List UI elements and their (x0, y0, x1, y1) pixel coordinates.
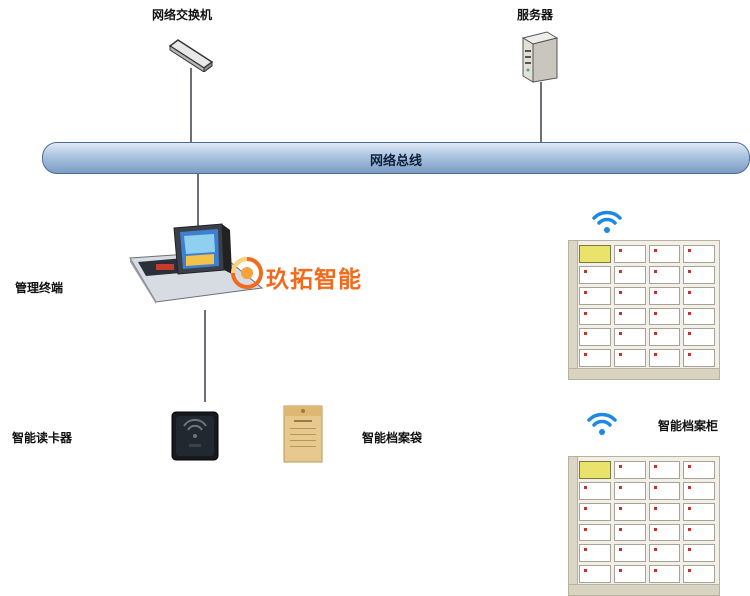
archive-bag-icon (283, 405, 323, 463)
archive-cabinet-icon (568, 240, 720, 380)
server-icon (521, 31, 559, 83)
brand-logo-icon (231, 257, 263, 289)
card-reader-icon (171, 411, 219, 461)
archive-cabinet-label: 智能档案柜 (658, 419, 719, 433)
archive-cabinet-icon (568, 456, 720, 596)
reader-connector (204, 310, 206, 402)
network-switch-label: 网络交换机 (152, 8, 213, 22)
network-bus-label: 网络总线 (369, 154, 422, 169)
terminal-connector (197, 172, 199, 230)
brand-logo-text: 玖拓智能 (266, 267, 362, 293)
archive-bag-label: 智能档案袋 (362, 431, 423, 445)
wifi-icon (587, 412, 617, 435)
network-bus: 网络总线 (42, 142, 750, 174)
server-connector (540, 82, 542, 144)
switch-connector (190, 68, 192, 144)
card-reader-label: 智能读卡器 (12, 431, 73, 445)
wifi-icon (592, 210, 622, 233)
network-switch-icon (168, 39, 214, 72)
management-terminal-icon (129, 223, 264, 304)
server-label: 服务器 (517, 8, 554, 22)
management-terminal-label: 管理终端 (15, 281, 64, 295)
